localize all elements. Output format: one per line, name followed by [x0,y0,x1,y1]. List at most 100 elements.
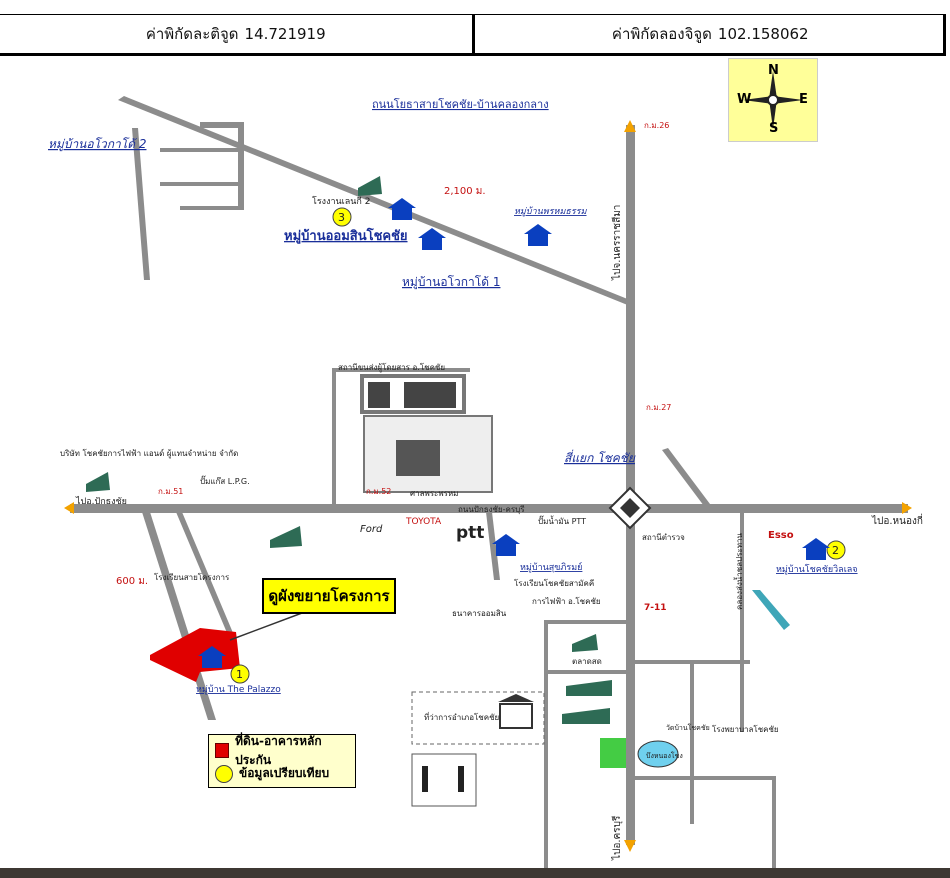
compass-w: W [737,92,752,107]
marker-1-number: 1 [236,668,243,681]
label-station: สถานีขนส่งผู้โดยสาร อ.โชคชัย [338,362,445,373]
label-to-nongki: ไปอ.หนองกี่ [871,513,923,527]
road-south-loop-1 [544,620,548,868]
road-north-south [626,125,635,845]
latitude-cell: ค่าพิกัดละติจูด 14.721919 [0,15,472,53]
gate-pillar-left [422,766,428,792]
arrow-east [902,502,912,514]
arrow-west [64,502,74,514]
label-canal: คลองส่งน้ำชลประทาน [733,533,744,610]
legend-row-collateral: ที่ดิน-อาคารหลักประกัน [215,734,349,767]
road-south-branch [486,512,500,580]
market-road-1 [332,368,470,372]
label-police: สถานีตำรวจ [642,533,685,542]
label-to-nangrong: ไปอ.ครบุรี [611,815,623,861]
label-km26: ก.ม.26 [644,121,669,130]
label-village-chokchai: หมู่บ้านโชคชัยวิลเลจ [776,564,858,575]
collateral-parcel [150,628,240,682]
longitude-value: 102.158062 [717,25,809,43]
label-km51: ก.ม.51 [158,487,183,496]
label-bank: ธนาคารออมสิน [452,609,507,618]
label-intersection: สี่แยก โชคชัย [564,449,636,465]
district-office-icon [498,694,534,702]
longitude-label: ค่าพิกัดลองจิจูด [611,25,712,43]
map-legend: ที่ดิน-อาคารหลักประกัน ข้อมูลเปรียบเทียบ [208,734,356,788]
label-ptt: ptt [456,523,484,543]
road-grid-2 [160,182,242,186]
label-village-sukrom: หมู่บ้านสุขภิรมย์ [520,561,582,573]
label-village-palazzo: หมู่บ้าน The Palazzo [196,684,281,695]
latitude-value: 14.721919 [244,25,326,43]
label-company: บริษัท โชคชัยการไฟฟ้า แอนด์ ผู้แทนจำหน่า… [60,448,238,459]
road-ne-branch [662,448,710,506]
label-electric: การไฟฟ้า อ.โชคชัย [532,596,601,606]
road-to-palazzo-2 [176,512,236,640]
latitude-label: ค่าพิกัดละติจูด [145,25,239,43]
compass-e: E [799,92,808,107]
compass-s: S [769,121,779,136]
bottom-strip [0,868,950,878]
expand-plan-button[interactable]: ดูผังขยายโครงการ [262,578,396,614]
market-building-1 [368,382,390,408]
coordinate-bar: ค่าพิกัดละติจูด 14.721919 ค่าพิกัดลองจิจ… [0,14,946,56]
market-building-2 [404,382,456,408]
label-factory2: โรงงานเลนกี 2 [312,196,370,207]
road-south-loop-5 [690,664,694,824]
marker-3 [332,207,352,227]
label-village-okha1: หมู่บ้านอโวกาโด้ 1 [402,275,500,290]
label-seven: 7-11 [644,603,667,613]
label-school-sri: โรงเรียนสายโครงการ [154,572,230,582]
label-toyota: TOYOTA [405,517,442,527]
market-block [360,374,466,414]
label-dist-600: 600 ม. [116,576,148,587]
gate-pillar-right [458,766,464,792]
longitude-cell: ค่าพิกัดลองจิจูด 102.158062 [471,15,947,53]
label-lake: บึงหนองโขง [646,751,683,760]
district-office-box [411,691,545,745]
label-district-office: ที่ว่าการอำเภอโชคชัย [424,711,499,722]
label-village-om: หมู่บ้านออมสินโชคชัย [284,227,408,244]
label-village-phrom: หมู่บ้านพรหมธรรม [514,206,588,217]
park-green [600,738,626,768]
road-south-loop-2 [544,620,630,624]
legend-collateral-label: ที่ดิน-อาคารหลักประกัน [235,733,322,767]
compass-n: N [768,63,779,78]
legend-comparable-label: ข้อมูลเปรียบเทียบ [239,766,330,780]
legend-square-icon [215,743,230,758]
marker-1 [230,664,250,684]
road-branch-2 [200,122,244,210]
label-to-khorat: ไปจ.นครราชสีมา [611,205,623,281]
label-road-north: ถนนโยธาสายโชคชัย-บ้านคลองกลาง [372,97,549,111]
lake [637,740,679,768]
road-south-loop-3 [544,670,630,674]
compass-rose: N S W E [728,58,818,142]
roundabout-core [620,498,640,518]
marker-2 [826,540,846,560]
road-grid-3 [180,206,242,210]
arrow-north [624,120,636,132]
canal [752,590,790,630]
label-hospital: โรงพยาบาลโชคชัย [712,724,779,734]
label-km52: ก.ม.52 [366,487,391,496]
label-ford: Ford [360,524,383,535]
market-center [396,440,440,476]
cta-pointer [229,609,311,641]
gate-icon [411,753,477,807]
label-pump: ปั๊มน้ำมัน PTT [538,515,586,526]
road-south-loop-4 [632,660,750,664]
label-school-chokchai: โรงเรียนโชคชัยสามัคคี [514,578,594,588]
road-grid-1 [160,148,242,152]
road-east-west [70,504,908,513]
market-road-2 [332,368,336,504]
label-km27: ก.ม.27 [646,403,671,412]
warehouse-icon [86,176,612,724]
road-south-loop-6 [632,776,772,780]
road-east-side [740,512,744,732]
label-to-chokchai: ไปอ.ปักธงชัย [75,496,127,507]
expand-plan-label: ดูผังขยายโครงการ [268,587,390,605]
compass-icon [743,71,803,129]
label-temple: วัดบ้านโชคชัย [666,723,710,732]
marker-2-number: 2 [832,544,839,557]
legend-circle-icon [215,764,233,783]
